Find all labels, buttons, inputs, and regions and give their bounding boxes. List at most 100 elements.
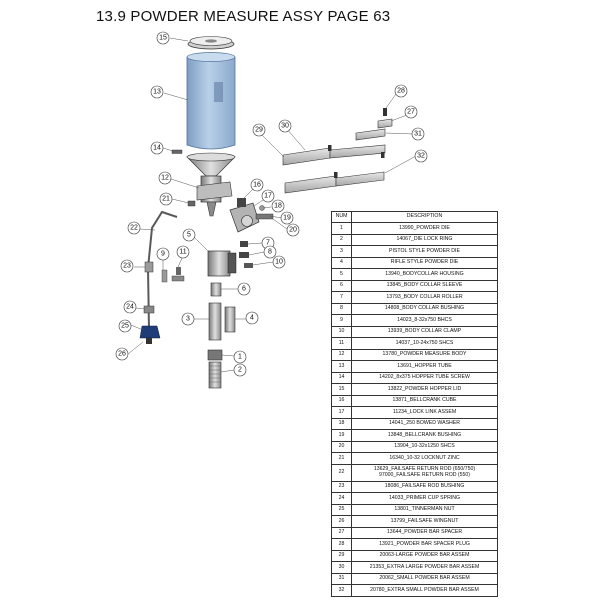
part-description: 13921_POWDER BAR SPACER PLUG: [351, 538, 498, 551]
part-description: PISTOL STYLE POWDER DIE: [351, 245, 498, 258]
part-num: 14: [331, 371, 352, 384]
callout-label: 8: [268, 249, 272, 256]
callout-label: 27: [407, 109, 415, 116]
part-description: 13845_BODY COLLAR SLEEVE: [351, 279, 498, 292]
callout-label: 13: [153, 89, 161, 96]
part-num: 7: [331, 291, 352, 304]
part-num: 4: [331, 256, 352, 269]
callout-label: 23: [123, 263, 131, 270]
part-num: 21: [331, 452, 352, 465]
part-description: 14041_250 BOWED WASHER: [351, 417, 498, 430]
description-column-header: DESCRIPTION: [351, 211, 498, 223]
callout-label: 6: [242, 286, 246, 293]
callout-label: 24: [126, 304, 134, 311]
part-num: 23: [331, 480, 352, 493]
part-description: 14033_PRIMER CUP SPRING: [351, 492, 498, 505]
part-num: 20: [331, 440, 352, 453]
callout-label: 29: [255, 127, 263, 134]
part-description: 13848_BELLCRANK BUSHING: [351, 429, 498, 442]
callout-label: 2: [238, 367, 242, 374]
callout-label: 28: [397, 88, 405, 95]
part-num: 22: [331, 463, 352, 482]
part-description: 13904_10-32x1250 SHCS: [351, 440, 498, 453]
bellcrank-assembly-part: [229, 198, 274, 233]
part-description: 13793_BODY COLLAR ROLLER: [351, 291, 498, 304]
hopper-screw-part: [171, 149, 183, 154]
part-description: 20780_EXTRA SMALL POWDER BAR ASSEM: [351, 584, 498, 597]
part-description: 11234_LOCK LINK ASSEM: [351, 406, 498, 419]
part-description: 16340_10-32 LOCKNUT ZINC: [351, 452, 498, 465]
part-description: 13822_POWDER HOPPER LID: [351, 383, 498, 396]
part-num: 30: [331, 561, 352, 574]
part-description: 13871_BELLCRANK CUBE: [351, 394, 498, 407]
callout-label: 16: [253, 182, 261, 189]
callout-label: 25: [121, 323, 129, 330]
callout-label: 5: [187, 232, 191, 239]
powder-bars-part: [282, 108, 393, 194]
callout-leader-lines: [127, 37, 417, 373]
callout-label: 11: [179, 249, 186, 256]
part-num: 6: [331, 279, 352, 292]
part-description: 13939_BODY COLLAR CLAMP: [351, 325, 498, 338]
callout-label: 22: [130, 225, 138, 232]
part-num: 31: [331, 572, 352, 585]
part-num: 5: [331, 268, 352, 281]
callout-label: 7: [266, 240, 270, 247]
callout-label: 4: [250, 315, 254, 322]
collar-sleeve-part: [210, 282, 222, 297]
part-description: 13990_POWDER DIE: [351, 222, 498, 235]
callout-label: 9: [161, 251, 165, 258]
part-num: 18: [331, 417, 352, 430]
part-num: 13: [331, 360, 352, 373]
part-num: 29: [331, 549, 352, 562]
callout-label: 30: [281, 123, 289, 130]
part-description: 14023_8-32x750 BHCS: [351, 314, 498, 327]
page-title: 13.9 POWDER MEASURE ASSY PAGE 63: [96, 8, 391, 25]
part-description: 13629_FAILSAFE RETURN ROD (650/750)97000…: [351, 463, 498, 482]
part-description: 13780_POWDER MEASURE BODY: [351, 348, 498, 361]
part-num: 27: [331, 526, 352, 539]
part-num: 24: [331, 492, 352, 505]
failsafe-rod-part: [139, 210, 178, 344]
locknut-part: [187, 200, 196, 207]
powder-die-part: [207, 349, 223, 389]
callout-labels: 15 13 28 14 27 29 30 31 12 32 16 21 17 1…: [118, 35, 425, 374]
part-num: 3: [331, 245, 352, 258]
part-description: 14037_10-24x750 SHCS: [351, 337, 498, 350]
part-num: 26: [331, 515, 352, 528]
rifle-powder-die-part: [224, 306, 236, 333]
part-num: 10: [331, 325, 352, 338]
part-num: 25: [331, 503, 352, 516]
part-num: 2: [331, 233, 352, 246]
part-num: 16: [331, 394, 352, 407]
callout-label: 12: [161, 175, 169, 182]
part-num: 15: [331, 383, 352, 396]
callout-label: 1: [238, 354, 242, 361]
callout-label: 14: [153, 145, 161, 152]
num-column-header: NUM: [331, 211, 352, 223]
part-description: 13940_BODYCOLLAR HOUSING: [351, 268, 498, 281]
callout-label: 31: [414, 131, 422, 138]
table-header-row: NUM DESCRIPTION: [331, 211, 498, 223]
body-collar-part: [161, 241, 253, 283]
